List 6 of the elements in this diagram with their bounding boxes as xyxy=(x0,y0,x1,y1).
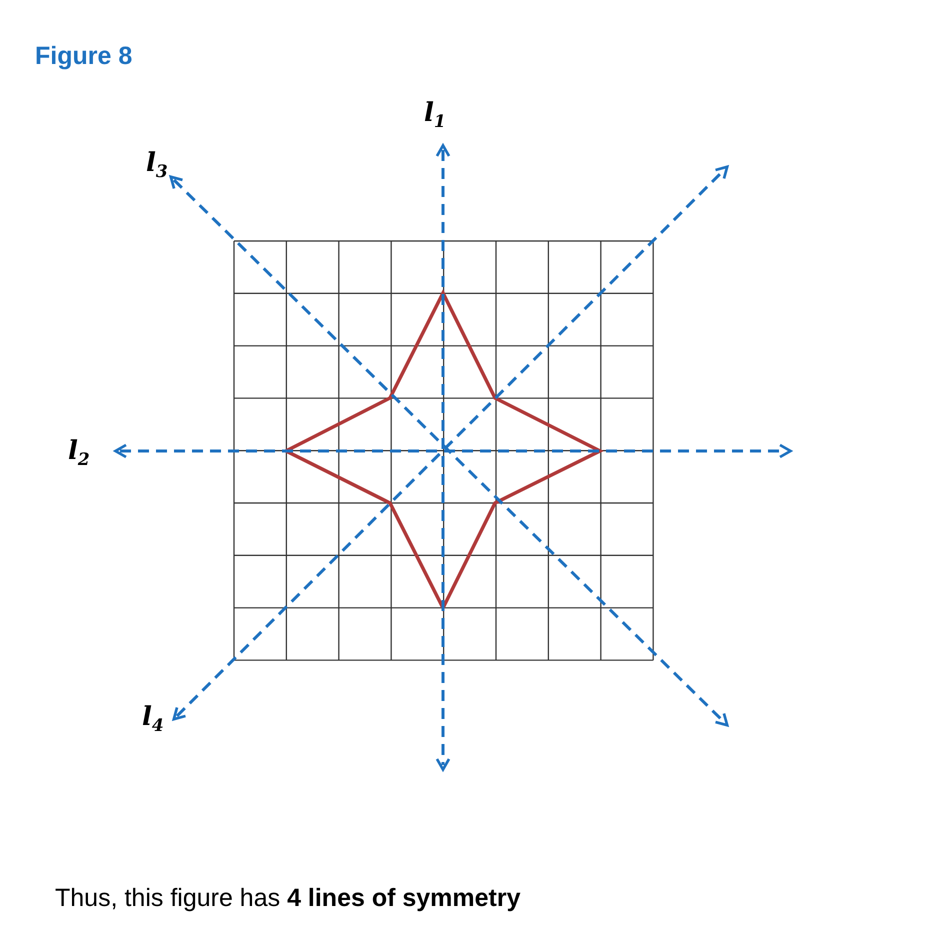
line-label: l$_{2}$ xyxy=(68,438,90,470)
line-label: l$_{4}$ xyxy=(142,704,164,736)
line-label: l$_{3}$ xyxy=(146,150,168,182)
figure-title: Figure 8 xyxy=(35,42,132,71)
caption: Thus, this figure has 4 lines of symmetry xyxy=(55,884,520,913)
line-label: l$_{1}$ xyxy=(424,100,446,132)
